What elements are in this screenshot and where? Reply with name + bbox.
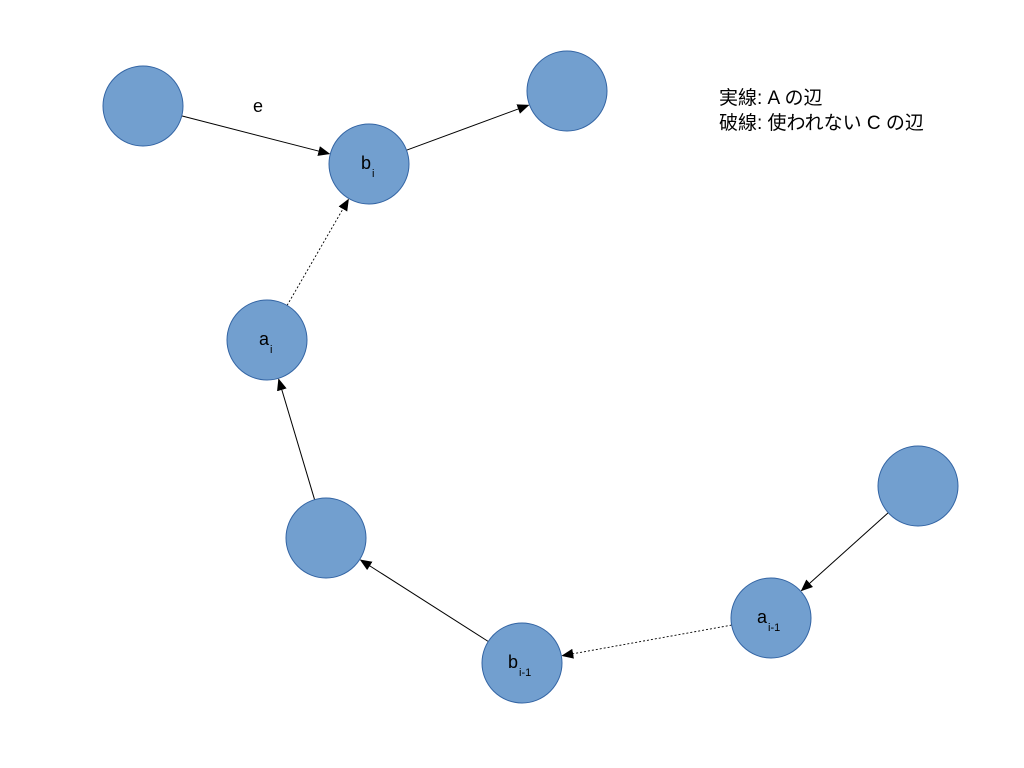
node-label-n_bi1: bi-1 [508, 652, 531, 679]
edge-n_ai1-to-n_bi1-dashed [561, 624, 732, 659]
node-label-base: a [259, 329, 270, 349]
node-label-subscript: i-1 [519, 667, 531, 679]
edge-n_bi1-to-n_mid-solid [359, 559, 489, 642]
node-n_right_top [526, 50, 608, 132]
node-label-n_ai: ai [259, 329, 272, 356]
node-n_right_bottom [877, 445, 959, 527]
node-n_bi1 [481, 622, 563, 704]
edges-layer: e [181, 96, 889, 659]
legend-solid-line: 実線: A の辺 [719, 88, 823, 109]
edge-n_left_top-to-n_bi-solid [181, 115, 331, 156]
edge-label-e: e [253, 96, 263, 116]
node-label-n_bi: bi [361, 153, 374, 180]
node-label-base: b [361, 153, 371, 173]
edge-n_ai-to-n_bi-dashed [286, 198, 349, 306]
node-label-base: a [757, 607, 768, 627]
node-n_left_top [102, 65, 184, 147]
edge-n_right_bottom-to-n_ai1-solid [800, 512, 889, 592]
node-label-base: b [508, 652, 518, 672]
node-n_mid [285, 497, 367, 579]
node-label-subscript: i [270, 344, 272, 356]
legend: 実線: A の辺 破線: 使われない C の辺 [719, 86, 924, 136]
node-n_ai1 [730, 577, 812, 659]
node-label-subscript: i-1 [768, 622, 780, 634]
node-label-subscript: i [372, 168, 374, 180]
edge-n_mid-to-n_ai-solid [277, 378, 316, 500]
node-label-n_ai1: ai-1 [757, 607, 780, 634]
legend-dashed-line: 破線: 使われない C の辺 [719, 113, 924, 134]
edge-n_bi-to-n_right_top-solid [406, 104, 530, 151]
node-n_ai [226, 299, 308, 381]
node-n_bi [328, 123, 410, 205]
